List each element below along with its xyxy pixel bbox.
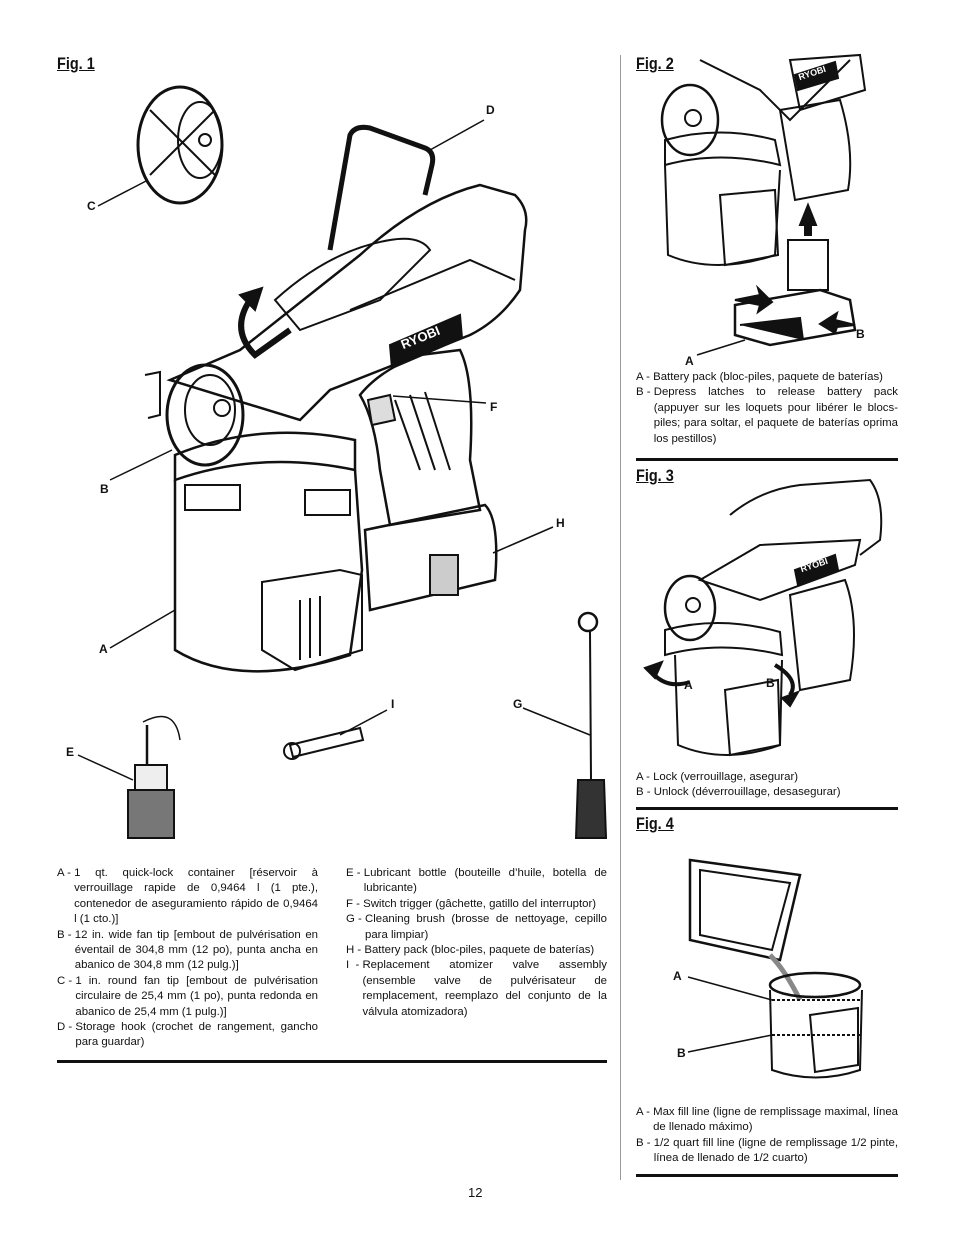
fig1-legend-item-text: Lubricant bottle (bouteille d’huile, bot… — [363, 867, 607, 895]
fig4-legend-item-key: A - — [636, 1106, 654, 1118]
fig1-legend-item: C - 1 in. round fan tip [embout de pulvé… — [57, 974, 318, 1020]
fig1-legend-item-text: Cleaning brush (brosse de nettoyage, cep… — [364, 913, 607, 941]
fig3-legend-item: A - Lock (verrouillage, asegurar) — [636, 770, 898, 785]
fig1-title: Fig. 1 — [57, 54, 95, 73]
fig2-title: Fig. 2 — [636, 54, 674, 73]
fig2-legend-item: A - Battery pack (bloc-piles, paquete de… — [636, 370, 898, 385]
fig3-title: Fig. 3 — [636, 466, 674, 485]
page-number: 12 — [468, 1185, 483, 1200]
fig4-callout-a: A — [673, 969, 682, 983]
fig2-legend-item-text: Depress latches to release battery pack … — [653, 386, 898, 445]
fig4-bottom-rule — [636, 1174, 898, 1177]
fig2-legend-item-key: B - — [636, 386, 654, 399]
fig1-legend-item-key: G - — [346, 913, 365, 926]
fig1-legend-item-text: Replacement atomizer valve assembly (ens… — [362, 959, 607, 1018]
fig1-callout-i: I — [391, 697, 395, 711]
fig1-legend-item-text: 12 in. wide fan tip [embout de pulvérisa… — [74, 928, 318, 972]
fig2-legend-item-key: A - — [636, 371, 654, 383]
fig2-legend-item-text: Battery pack (bloc-piles, paquete de bat… — [653, 371, 883, 383]
fig3-legend-item-key: B - — [636, 786, 654, 799]
fig1-callout-e: E — [66, 745, 75, 759]
fig3-legend-item-key: A - — [636, 771, 654, 783]
fig4-legend: A - Max fill line (ligne de remplissage … — [636, 1105, 898, 1167]
fig1-bottom-rule — [57, 1060, 607, 1063]
fig4-legend-item: A - Max fill line (ligne de remplissage … — [636, 1105, 898, 1136]
fig3-legend-item: B - Unlock (déverrouillage, desasegurar) — [636, 785, 898, 800]
fig4-legend-item-text: Max fill line (ligne de remplissage maxi… — [653, 1106, 898, 1134]
fig2-bottom-rule — [636, 458, 898, 461]
fig3-callout-b: B — [766, 676, 775, 690]
fig1-callout-a: A — [99, 642, 108, 656]
fig1-legend-item-key: B - — [57, 928, 75, 941]
fig3-legend: A - Lock (verrouillage, asegurar)B - Unl… — [636, 770, 898, 801]
fig1-legend-item: F - Switch trigger (gâchette, gatillo de… — [346, 897, 607, 912]
fig3-legend-item-text: Lock (verrouillage, asegurar) — [653, 771, 799, 783]
fig1-legend-item-key: D - — [57, 1021, 76, 1034]
fig1-callout-d: D — [486, 103, 495, 117]
fig3-bottom-rule — [636, 807, 898, 810]
fig2-callout-b: B — [856, 327, 865, 341]
fig1-legend-item-key: H - — [346, 944, 365, 957]
fig1-legend-item-key: A - — [57, 867, 75, 879]
fig1-legend-left: A - 1 qt. quick-lock container [réservoi… — [57, 866, 318, 1051]
fig1-legend-item-key: I - — [346, 959, 363, 972]
fig1-callout-c: C — [87, 199, 96, 213]
fig1-legend-item-text: Switch trigger (gâchette, gatillo del in… — [363, 897, 597, 910]
fig1-callout-b: B — [100, 482, 109, 496]
fig1-legend-item-text: 1 in. round fan tip [embout de pulvérisa… — [75, 974, 318, 1018]
fig3-callout-a: A — [684, 678, 693, 692]
fig1-legend-item-text: Battery pack (bloc-piles, paquete de bat… — [364, 944, 595, 957]
fig4-callout-b: B — [677, 1046, 686, 1060]
fig1-callout-g: G — [513, 697, 523, 711]
fig2-callout-a: A — [685, 354, 694, 368]
fig1-legend-item: B - 12 in. wide fan tip [embout de pulvé… — [57, 928, 318, 974]
fig1-legend-right: E - Lubricant bottle (bouteille d’huile,… — [346, 866, 607, 1020]
fig1-legend-item: G - Cleaning brush (brosse de nettoyage,… — [346, 912, 607, 943]
fig4-legend-item: B - 1/2 quart fill line (ligne de rempli… — [636, 1136, 898, 1167]
fig1-legend-item: E - Lubricant bottle (bouteille d’huile,… — [346, 866, 607, 897]
fig1-legend-item-key: E - — [346, 867, 364, 879]
fig1-callout-f: F — [490, 400, 498, 414]
fig2-legend-item: B - Depress latches to release battery p… — [636, 385, 898, 447]
fig1-legend-item: A - 1 qt. quick-lock container [réservoi… — [57, 866, 318, 928]
fig1-legend-item-text: 1 qt. quick-lock container [réservoir à … — [74, 867, 318, 926]
fig3-legend-item-text: Unlock (déverrouillage, desasegurar) — [653, 786, 841, 799]
fig1-legend-item: D - Storage hook (crochet de rangement, … — [57, 1020, 318, 1051]
fig1-legend-item: I - Replacement atomizer valve assembly … — [346, 958, 607, 1020]
fig1-legend-item-key: C - — [57, 974, 76, 987]
fig4-legend-item-text: 1/2 quart fill line (ligne de remplissag… — [653, 1136, 898, 1165]
fig1-legend-item: H - Battery pack (bloc-piles, paquete de… — [346, 943, 607, 958]
fig4-legend-item-key: B - — [636, 1136, 654, 1149]
fig4-title: Fig. 4 — [636, 814, 674, 833]
fig1-callout-h: H — [556, 516, 565, 530]
fig1-legend-item-key: F - — [346, 897, 364, 910]
column-divider — [620, 55, 621, 1180]
fig1-legend-item-text: Storage hook (crochet de rangement, ganc… — [75, 1021, 318, 1049]
fig2-legend: A - Battery pack (bloc-piles, paquete de… — [636, 370, 898, 447]
